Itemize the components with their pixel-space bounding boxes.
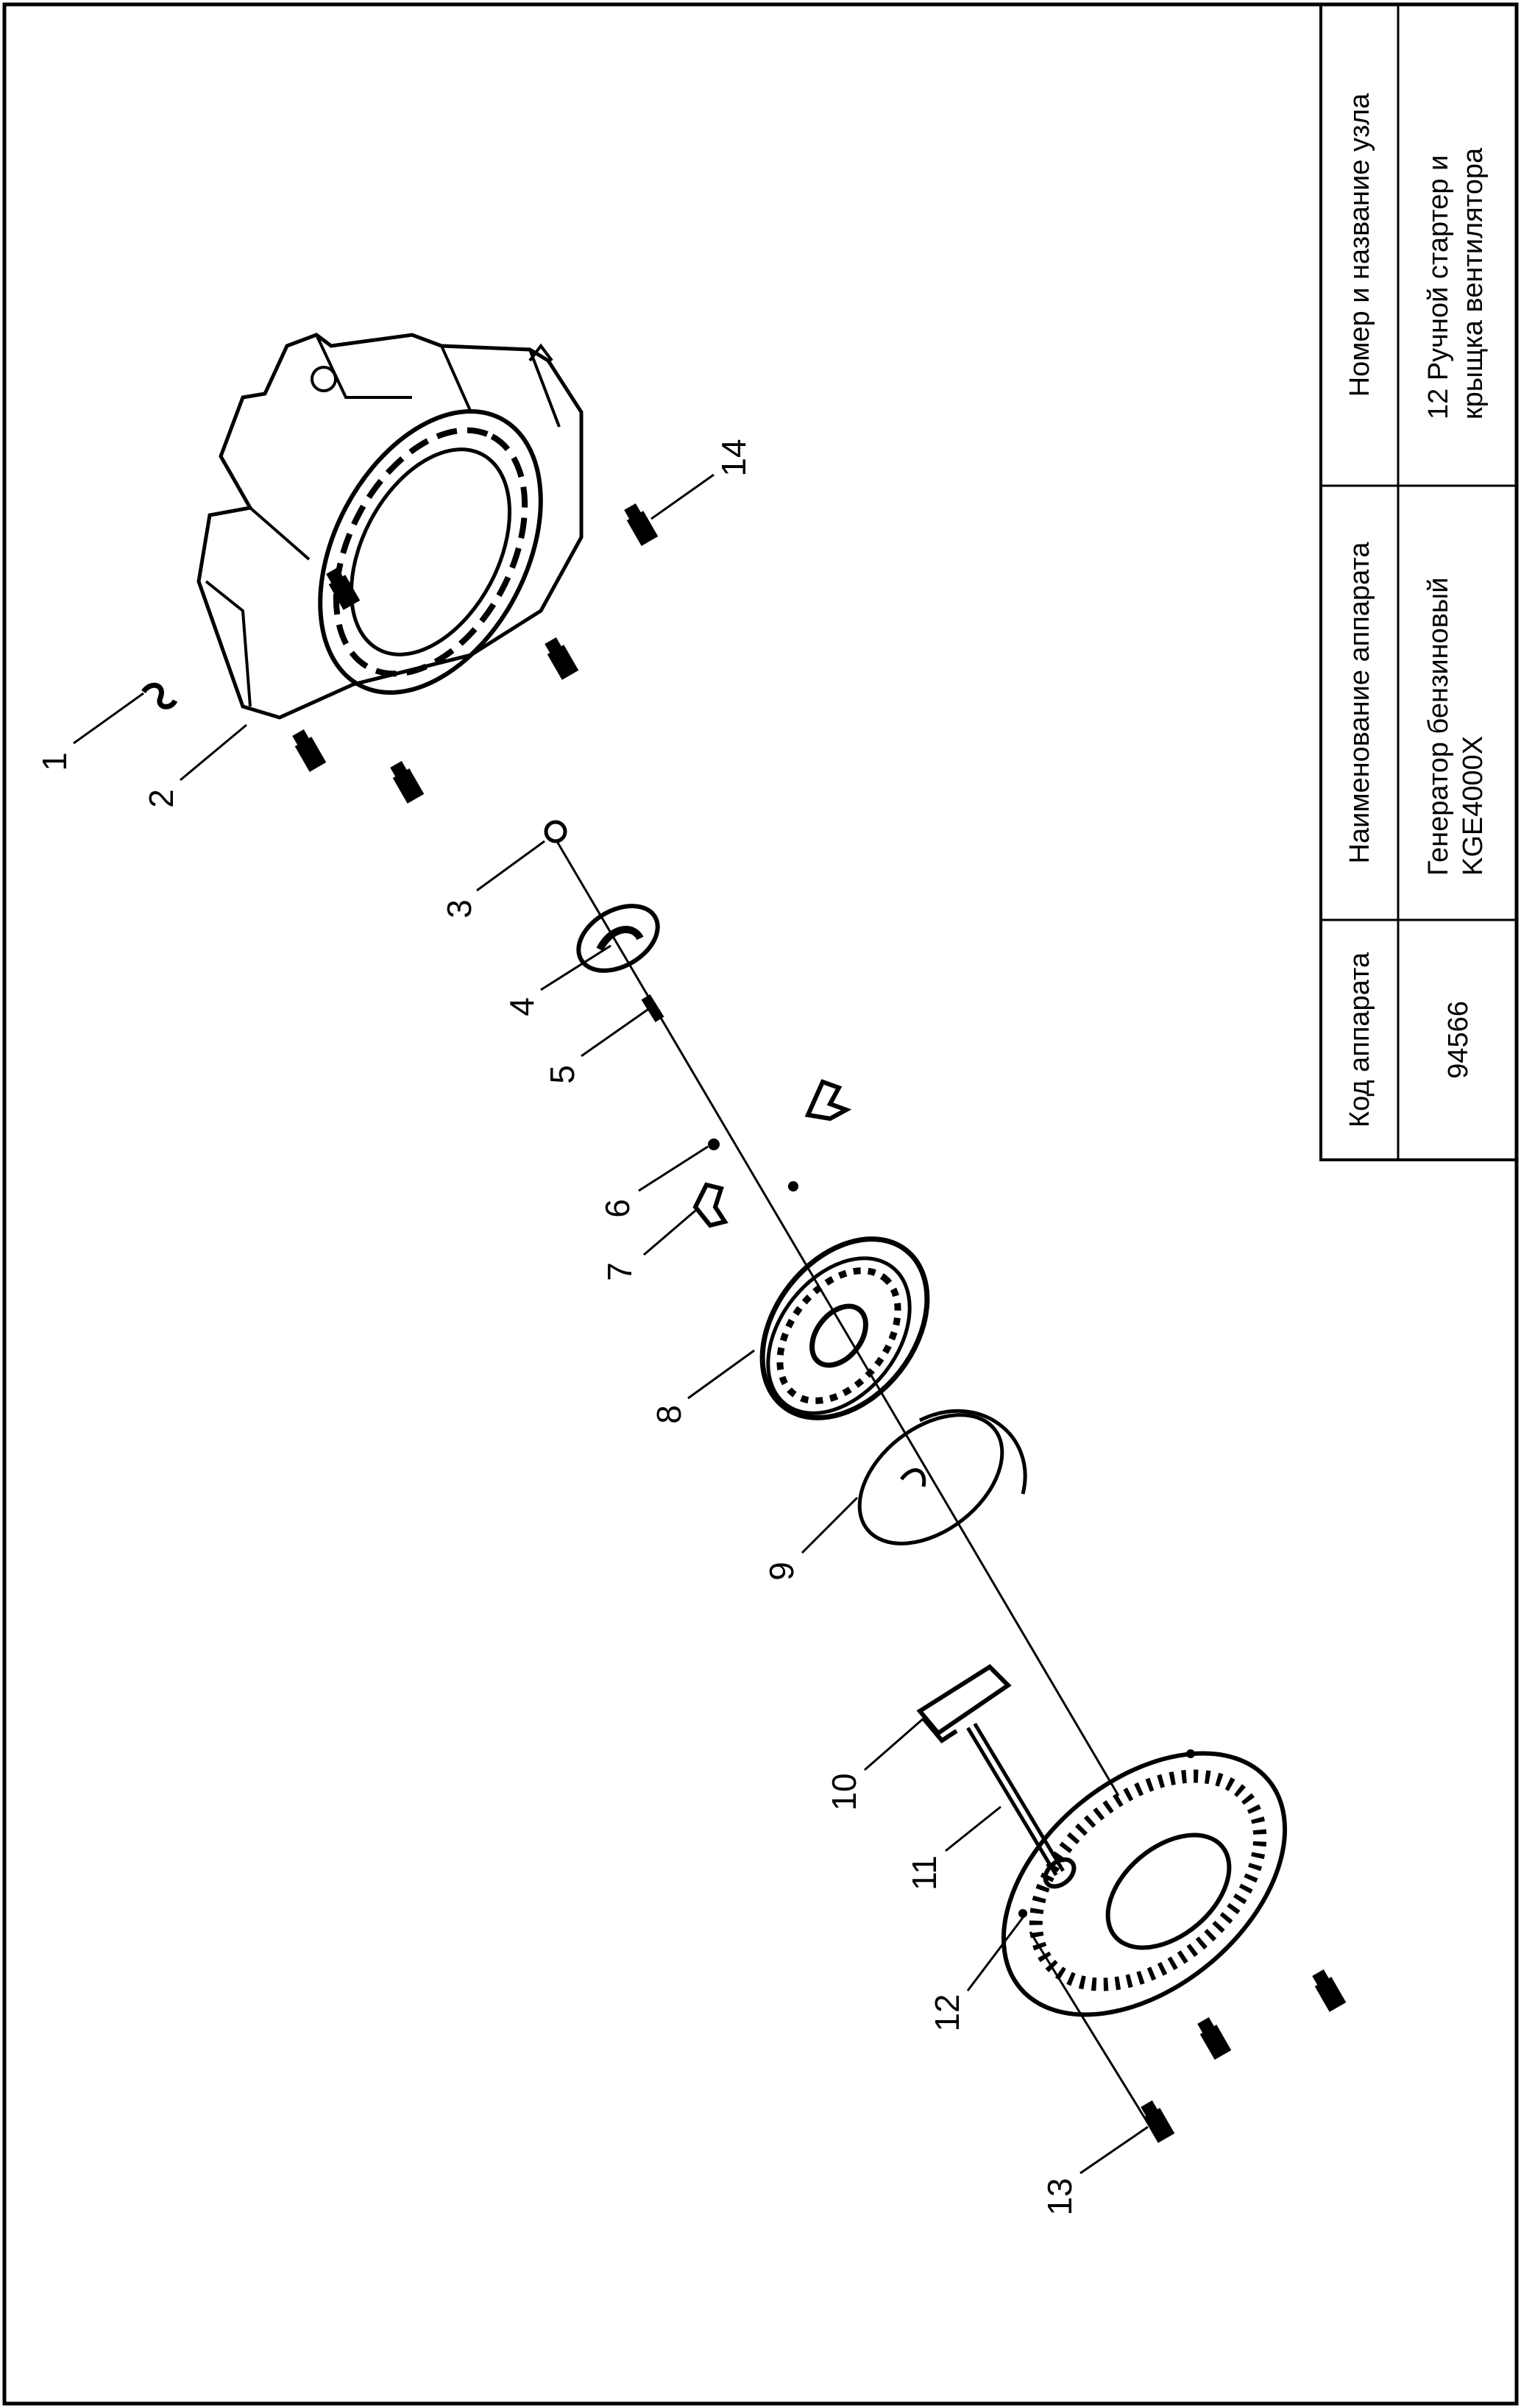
fan-cover-housing — [196, 333, 584, 720]
value-code: 94566 — [1443, 1001, 1474, 1079]
part-label-12: 12 — [928, 1994, 966, 2031]
housing-bolt-b — [292, 729, 327, 772]
starter-handle-part-10 — [916, 1664, 1012, 1743]
part-label-11: 11 — [905, 1855, 943, 1891]
housing-bolts — [292, 503, 659, 804]
assembly-axis-line — [554, 838, 1120, 1796]
value-unit-line1: 12 Ручной стартер и — [1423, 155, 1454, 419]
part-label-8: 8 — [650, 1405, 688, 1424]
case-bolt-a — [1197, 2017, 1232, 2060]
part-label-7: 7 — [600, 1262, 639, 1281]
leader-4 — [540, 944, 611, 991]
fan-cover-outline — [196, 333, 584, 720]
part-number-labels: 1 2 3 4 5 6 7 8 9 10 11 12 13 14 — [35, 439, 1079, 2215]
fan-cover-outer-ring — [318, 408, 543, 695]
part-label-10: 10 — [825, 1773, 863, 1810]
case-bolts — [1141, 1969, 1347, 2143]
ratchet-spare-right — [788, 1079, 852, 1191]
value-device-line1: Генератор бензиновый — [1423, 578, 1454, 876]
housing-bolt-a — [326, 567, 361, 610]
value-unit-line2: крыщка вентилятора — [1458, 147, 1489, 419]
header-device: Наименование аппарата — [1344, 542, 1375, 864]
reel-part-8 — [759, 1236, 930, 1420]
part-label-5: 5 — [543, 1065, 581, 1084]
value-device-line2: KGE4000X — [1458, 736, 1489, 876]
part-label-14: 14 — [715, 439, 753, 476]
bolt-axis-line — [1029, 1931, 1149, 2124]
leader-2 — [180, 723, 247, 782]
friction-plate-part-4 — [576, 904, 660, 973]
part-label-2: 2 — [142, 789, 180, 808]
case-bolt-part-13 — [1141, 2100, 1175, 2143]
leader-12 — [966, 1915, 1026, 1991]
fan-cover-edges — [205, 334, 561, 707]
leader-3 — [476, 840, 545, 892]
part-label-3: 3 — [440, 899, 478, 918]
leader-lines — [73, 473, 1149, 2175]
leader-11 — [945, 1805, 1001, 1852]
rope-part-11 — [966, 1722, 1065, 1877]
fan-cover-inner-ring — [349, 447, 512, 656]
part-label-9: 9 — [762, 1562, 801, 1581]
part-label-13: 13 — [1040, 2178, 1079, 2215]
case-bolt-b — [1312, 1969, 1347, 2012]
leader-6 — [638, 1145, 709, 1192]
leader-5 — [581, 1008, 648, 1058]
starter-case-part-12 — [1001, 1749, 1288, 2017]
housing-bolt-part-14 — [624, 503, 659, 546]
fan-cover-tab — [528, 343, 553, 362]
title-block-frame — [1319, 3, 1518, 1161]
nut-part-3 — [544, 820, 567, 843]
spring-part-5 — [641, 994, 664, 1022]
leader-9 — [801, 1496, 859, 1554]
part-label-4: 4 — [503, 997, 541, 1016]
title-block: Код аппарата Наименование аппарата Номер… — [1319, 3, 1518, 1161]
clip-part-1 — [141, 682, 178, 709]
fan-cover-boss — [311, 366, 337, 392]
spiral-spring-part-9 — [857, 1409, 1027, 1545]
housing-bolt-d — [545, 637, 579, 680]
leader-7 — [643, 1209, 696, 1256]
leader-13 — [1079, 2125, 1149, 2175]
housing-bolt-c — [390, 761, 425, 804]
leader-10 — [864, 1717, 924, 1771]
header-unit: Номер и название узла — [1344, 93, 1375, 397]
ratchet-part-7 — [692, 1182, 728, 1228]
leader-14 — [650, 473, 715, 520]
part-label-1: 1 — [35, 752, 74, 771]
part-label-6: 6 — [598, 1199, 637, 1218]
header-code: Код аппарата — [1344, 952, 1375, 1127]
spring-part-6 — [708, 1139, 720, 1150]
leader-8 — [687, 1349, 755, 1400]
fan-cover-vent-ring — [333, 427, 528, 677]
leader-1 — [73, 692, 144, 745]
